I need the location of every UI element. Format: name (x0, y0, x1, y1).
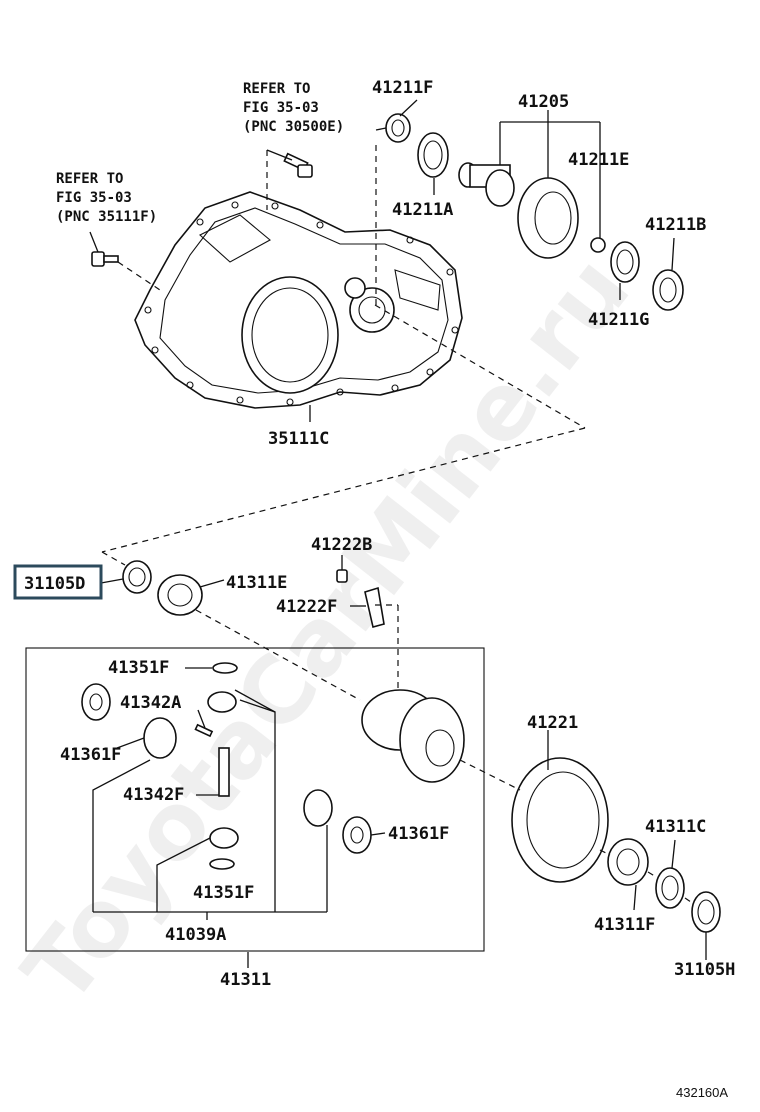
label-41342F[interactable]: 41342F (123, 785, 184, 805)
part-41211F-top[interactable] (385, 113, 411, 143)
label-41311C[interactable]: 41311C (645, 817, 706, 837)
part-41342F[interactable] (218, 747, 230, 797)
part-41361F-left[interactable] (81, 683, 111, 721)
label-41311[interactable]: 41311 (220, 970, 271, 990)
assembly-box-41311 (25, 647, 485, 952)
refer-note-top-line3: (PNC 30500E) (243, 119, 344, 135)
part-41205-shaft[interactable] (458, 162, 515, 207)
part-41311F-bearing[interactable] (607, 838, 649, 886)
leader-lines (89, 99, 707, 968)
refer-note-left: REFER TO FIG 35-03 (PNC 35111F) (56, 171, 157, 225)
bolt-left[interactable] (91, 251, 119, 267)
part-41311C[interactable] (655, 867, 685, 909)
refer-note-left-line2: FIG 35-03 (56, 190, 132, 206)
part-41211A[interactable] (417, 132, 449, 178)
refer-note-top-line1: REFER TO (243, 81, 310, 97)
highlight-box-31105D (13, 564, 103, 600)
refer-note-top: REFER TO FIG 35-03 (PNC 30500E) (243, 81, 344, 135)
part-31105H[interactable] (691, 891, 721, 933)
label-41211B[interactable]: 41211B (645, 215, 706, 235)
refer-note-left-line3: (PNC 35111F) (56, 209, 157, 225)
pinion-left[interactable] (143, 717, 177, 759)
part-41205-gear[interactable] (517, 177, 579, 259)
label-41222F[interactable]: 41222F (276, 597, 337, 617)
part-41222B[interactable] (336, 569, 348, 583)
part-41211E[interactable] (590, 237, 606, 253)
label-41361F-left[interactable]: 41361F (60, 745, 121, 765)
label-41351F-bottom[interactable]: 41351F (193, 883, 254, 903)
label-41311F[interactable]: 41311F (594, 915, 655, 935)
label-41205[interactable]: 41205 (518, 92, 569, 112)
label-41211G[interactable]: 41211G (588, 310, 649, 330)
label-41222B[interactable]: 41222B (311, 535, 372, 555)
part-41211G[interactable] (610, 241, 640, 283)
pinion-bottom[interactable] (209, 827, 239, 849)
part-41342A[interactable] (194, 723, 214, 738)
refer-note-top-line2: FIG 35-03 (243, 100, 319, 116)
label-41311E[interactable]: 41311E (226, 573, 287, 593)
pinion-top[interactable] (207, 691, 237, 713)
part-41311E[interactable] (157, 574, 203, 616)
part-41351F-bottom[interactable] (209, 858, 235, 870)
part-41361F-right[interactable] (342, 816, 372, 854)
part-41222F[interactable] (364, 586, 385, 628)
label-41211E[interactable]: 41211E (568, 150, 629, 170)
label-31105D[interactable]: 31105D (24, 574, 85, 594)
part-41351F-top[interactable] (212, 662, 238, 674)
part-41221-ring-gear[interactable] (511, 757, 609, 883)
label-41342A[interactable]: 41342A (120, 693, 181, 713)
label-31105H[interactable]: 31105H (674, 960, 735, 980)
differential-case[interactable] (361, 689, 465, 783)
label-41211A[interactable]: 41211A (392, 200, 453, 220)
label-41351F-top[interactable]: 41351F (108, 658, 169, 678)
side-gear-right[interactable] (303, 789, 333, 827)
label-41211F-top[interactable]: 41211F (372, 78, 433, 98)
label-35111C[interactable]: 35111C (268, 429, 329, 449)
figure-id: 432160A (676, 1085, 728, 1100)
label-41221[interactable]: 41221 (527, 713, 578, 733)
part-41211B[interactable] (652, 269, 684, 311)
refer-note-left-line1: REFER TO (56, 171, 123, 187)
bolt-top[interactable] (283, 152, 313, 178)
part-31105D[interactable] (122, 560, 152, 594)
label-41039A[interactable]: 41039A (165, 925, 226, 945)
label-41361F-right[interactable]: 41361F (388, 824, 449, 844)
transaxle-housing[interactable] (134, 191, 463, 409)
